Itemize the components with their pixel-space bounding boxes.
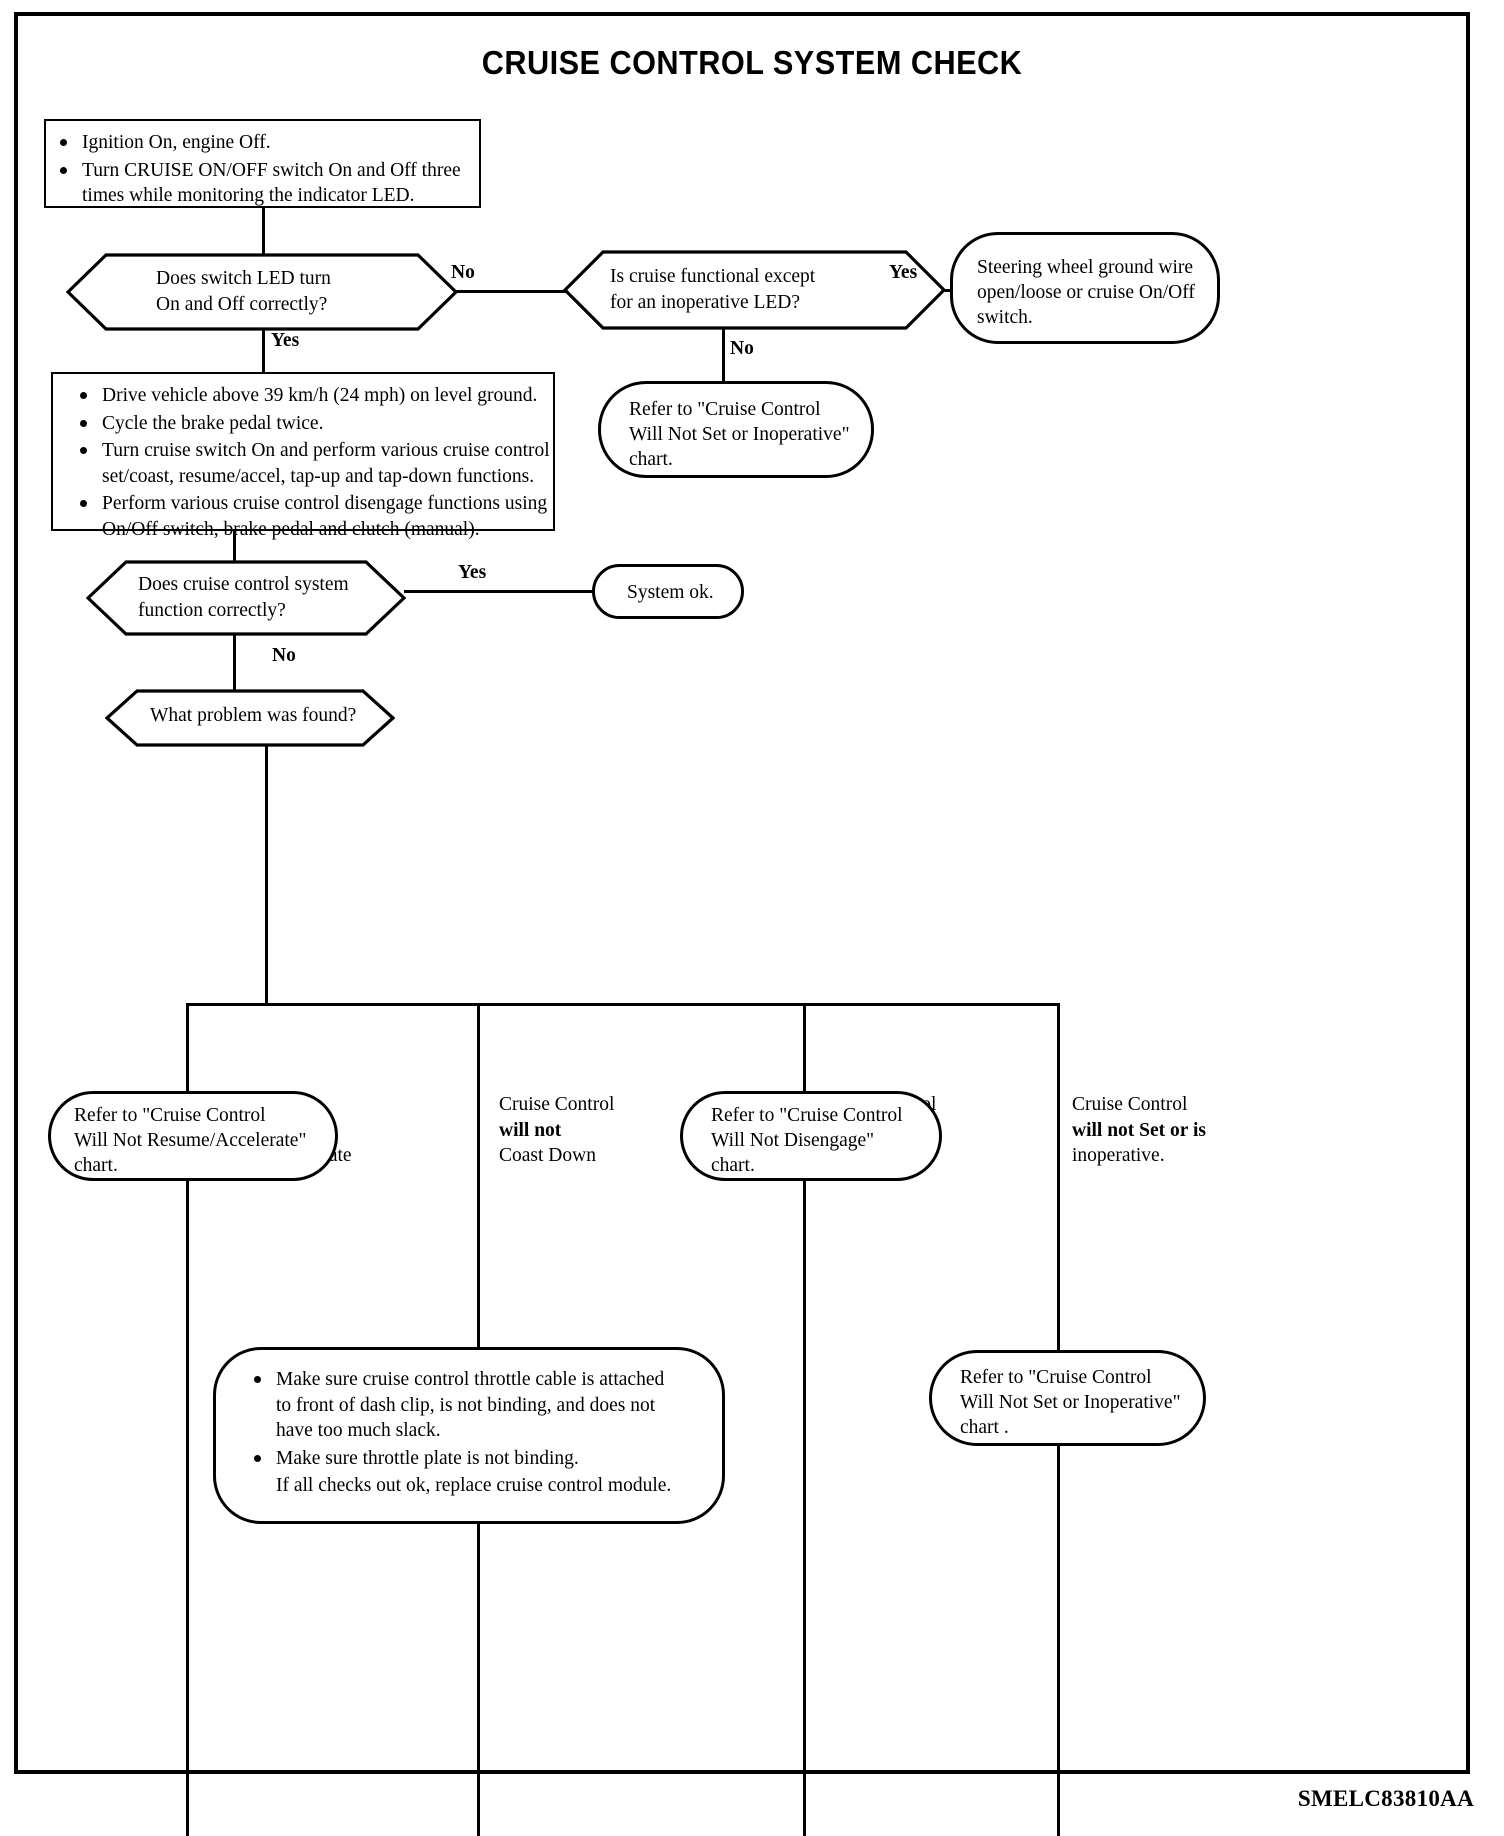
decision-switch-led-label: Does switch LED turn On and Off correctl…	[156, 268, 331, 315]
list-item: Make sure cruise control throttle cable …	[246, 1367, 722, 1444]
start-instructions-box: Ignition On, engine Off. Turn CRUISE ON/…	[44, 119, 481, 208]
connector-problem-down	[265, 745, 268, 1005]
list-item: Drive vehicle above 39 km/h (24 mph) on …	[72, 383, 553, 409]
decision-system-functions: Does cruise control system function corr…	[86, 560, 406, 636]
connector-start-to-led	[262, 208, 265, 255]
edge-label-inop-yes: Yes	[889, 262, 918, 283]
page-title: CRUISE CONTROL SYSTEM CHECK	[481, 44, 1023, 81]
system-ok-box: System ok.	[592, 564, 744, 619]
refer-not-set-box-2: Refer to "Cruise Control Will Not Set or…	[929, 1350, 1206, 1446]
edge-label-led-no: No	[451, 262, 475, 283]
throttle-cable-bullet-list: Make sure cruise control throttle cable …	[246, 1367, 722, 1499]
branch-4-line3: inoperative.	[1072, 1145, 1165, 1166]
decision-what-problem: What problem was found?	[105, 689, 395, 747]
branch-1-line-full	[186, 1003, 189, 1836]
decision-switch-led: Does switch LED turn On and Off correctl…	[66, 253, 458, 331]
connector-system-no	[233, 634, 236, 690]
decision-inoperative-led: Is cruise functional except for an inope…	[563, 250, 946, 330]
branch-2-line2: will not	[499, 1119, 562, 1141]
steering-wheel-result-box: Steering wheel ground wire open/loose or…	[950, 232, 1220, 344]
decision-inoperative-led-label: Is cruise functional except for an inope…	[610, 266, 816, 313]
connector-system-yes	[404, 590, 593, 593]
refer-not-set-box: Refer to "Cruise Control Will Not Set or…	[598, 381, 874, 478]
branch-2-line1: Cruise Control	[499, 1094, 615, 1115]
branch-distribution-bar	[186, 1003, 1060, 1006]
list-item: Make sure throttle plate is not binding.	[246, 1446, 722, 1472]
list-item: Turn cruise switch On and perform variou…	[72, 438, 553, 489]
system-ok-text: System ok.	[627, 582, 714, 603]
connector-led-no	[456, 290, 570, 293]
decision-what-problem-label: What problem was found?	[150, 705, 357, 726]
list-item: Turn CRUISE ON/OFF switch On and Off thr…	[52, 158, 479, 209]
list-item: Cycle the brake pedal twice.	[72, 411, 553, 437]
edge-label-system-yes: Yes	[458, 562, 487, 583]
refer-not-set-text-2: Refer to "Cruise Control Will Not Set or…	[960, 1367, 1181, 1438]
connector-drive-to-system	[233, 531, 236, 562]
decision-system-functions-label: Does cruise control system function corr…	[138, 574, 349, 621]
document-code: SMELC83810AA	[1297, 1786, 1474, 1811]
branch-4-line2: will not Set or is	[1072, 1119, 1206, 1141]
throttle-cable-trailing-note: If all checks out ok, replace cruise con…	[276, 1475, 672, 1496]
edge-label-led-yes: Yes	[271, 330, 300, 351]
drive-bullet-list: Drive vehicle above 39 km/h (24 mph) on …	[72, 383, 553, 542]
start-bullet-list: Ignition On, engine Off. Turn CRUISE ON/…	[52, 130, 479, 209]
branch-caption-4: Cruise Control will not Set or is inoper…	[1072, 1092, 1206, 1169]
connector-led-yes	[262, 329, 265, 374]
list-item: Ignition On, engine Off.	[52, 130, 479, 156]
page-border	[14, 12, 1470, 1774]
drive-instructions-box: Drive vehicle above 39 km/h (24 mph) on …	[51, 372, 555, 540]
throttle-cable-box: Make sure cruise control throttle cable …	[213, 1347, 725, 1524]
refer-disengage-text: Refer to "Cruise Control Will Not Diseng…	[711, 1105, 903, 1176]
edge-label-inop-no: No	[730, 338, 754, 359]
edge-label-system-no: No	[272, 645, 296, 666]
connector-inop-no	[722, 328, 725, 381]
list-item: Perform various cruise control disengage…	[72, 491, 553, 542]
steering-wheel-result-text: Steering wheel ground wire open/loose or…	[977, 257, 1195, 328]
branch-4-line1: Cruise Control	[1072, 1094, 1188, 1115]
refer-disengage-box: Refer to "Cruise Control Will Not Diseng…	[680, 1091, 942, 1181]
refer-resume-accelerate-box: Refer to "Cruise Control Will Not Resume…	[48, 1091, 338, 1181]
refer-not-set-text: Refer to "Cruise Control Will Not Set or…	[629, 399, 850, 470]
branch-3-line-full	[803, 1003, 806, 1836]
refer-resume-accelerate-text: Refer to "Cruise Control Will Not Resume…	[74, 1105, 307, 1176]
branch-caption-2: Cruise Control will not Coast Down	[499, 1092, 614, 1169]
branch-2-line3: Coast Down	[499, 1145, 596, 1166]
